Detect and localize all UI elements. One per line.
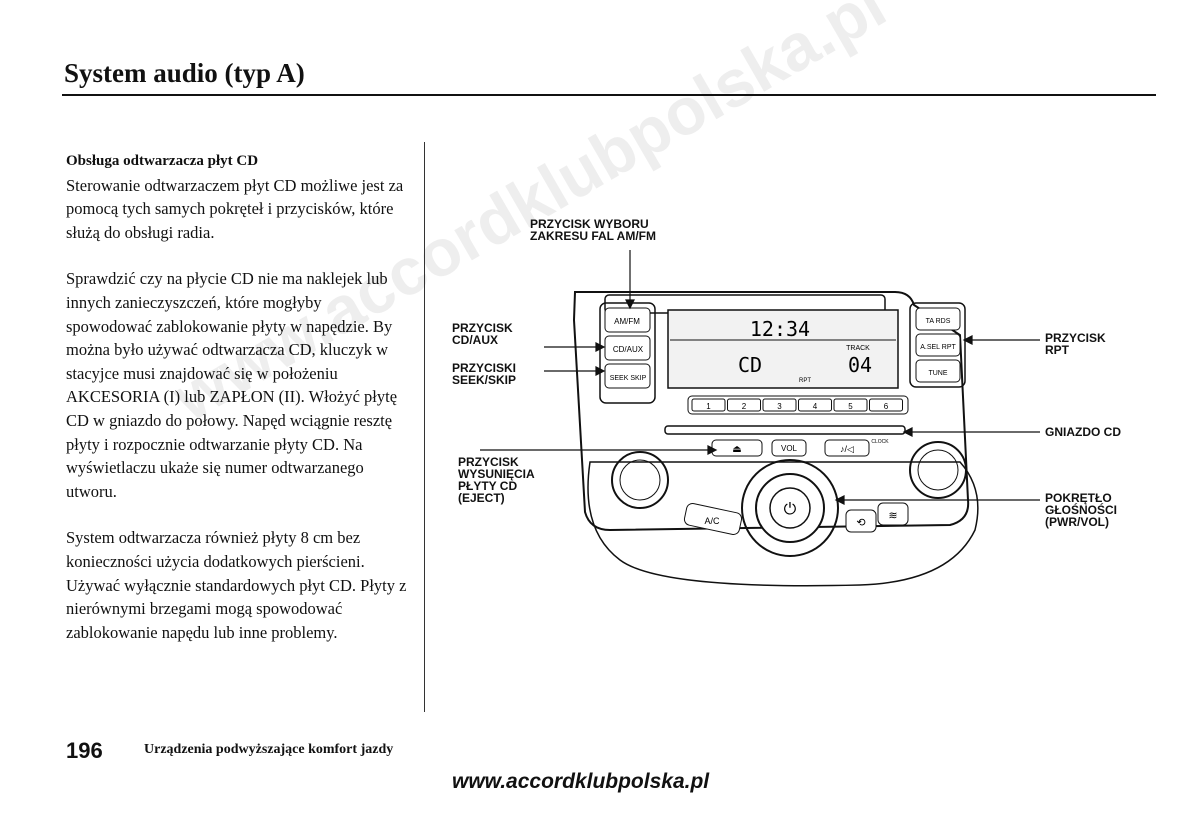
preset-button-6[interactable] — [869, 398, 903, 412]
preset-label-2: 2 — [742, 402, 747, 411]
body-text: Obsługa odtwarzacza płyt CD Sterowanie o… — [66, 150, 411, 667]
callout-seek-skip: PRZYCISKI SEEK/SKIP — [452, 361, 517, 387]
preset-label-6: 6 — [884, 402, 889, 411]
left-climate-knob[interactable] — [611, 451, 669, 509]
tune-button[interactable] — [915, 359, 961, 383]
callout-eject-button: PRZYCISK WYSUNIĘCIA PŁYTY CD (EJECT) — [458, 455, 535, 505]
right-climate-knob[interactable] — [909, 441, 967, 499]
website-link[interactable]: www.accordklubpolska.pl — [452, 770, 710, 793]
asel-rpt-button[interactable] — [915, 333, 961, 357]
amfm-label: AM/FM — [614, 317, 640, 326]
display-track: 04 — [848, 353, 872, 377]
ac-label: A/C — [704, 516, 720, 526]
paragraph-3: System odtwarzacza również płyty 8 cm be… — [66, 528, 407, 642]
preset-label-1: 1 — [706, 402, 711, 411]
display — [667, 309, 899, 389]
sound-icon: ♪/◁ — [840, 444, 854, 454]
display-mode: CD — [738, 353, 762, 377]
column-divider — [424, 142, 425, 712]
callout-rpt-button: PRZYCISK RPT — [1045, 331, 1106, 357]
preset-label-4: 4 — [813, 402, 818, 411]
section-heading: Obsługa odtwarzacza płyt CD — [66, 153, 259, 169]
clock-label: CLOCK — [871, 439, 889, 445]
callout-volume-knob: POKRĘTŁO GŁOŚNOŚCI (PWR/VOL) — [1045, 491, 1118, 529]
callout-cd-slot: GNIAZDO CD — [1045, 425, 1121, 439]
callout-band-button: PRZYCISK WYBORU ZAKRESU FAL AM/FM — [530, 217, 656, 243]
recirc-icon: ⟲ — [856, 517, 865, 529]
volume-knob[interactable] — [755, 473, 825, 543]
callout-leaders — [480, 250, 1040, 505]
display-track-label: TRACK — [846, 345, 870, 352]
right-knob-inner — [917, 449, 959, 491]
preset-label-3: 3 — [777, 402, 782, 411]
vol-label: VOL — [781, 444, 798, 453]
left-knob-inner — [619, 459, 661, 501]
recirc-button[interactable] — [845, 509, 877, 533]
preset-button-2[interactable] — [727, 398, 761, 412]
ta-rds-label: TA RDS — [926, 318, 951, 325]
title-rule — [62, 94, 1156, 96]
vol-button[interactable] — [771, 439, 807, 457]
preset-label-5: 5 — [848, 402, 853, 411]
footer-section-title: Urządzenia podwyższające komfort jazdy — [144, 742, 394, 757]
cd-slot — [664, 425, 906, 435]
paragraph-1: Sterowanie odtwarzaczem płyt CD możliwe … — [66, 175, 404, 242]
amfm-button[interactable] — [604, 307, 651, 333]
power-icon: ⏻ — [784, 501, 797, 518]
seek-skip-button[interactable] — [604, 363, 651, 389]
cdaux-button[interactable] — [604, 335, 651, 361]
page-title: System audio (typ A) — [64, 58, 305, 88]
preset-button-4[interactable] — [798, 398, 832, 412]
tune-label: TUNE — [928, 370, 947, 377]
fresh-air-icon: ≋ — [888, 510, 897, 522]
fresh-air-button[interactable] — [877, 502, 909, 526]
ac-button[interactable] — [683, 502, 743, 535]
display-clock: 12:34 — [750, 317, 810, 341]
lower-panel — [587, 461, 979, 587]
display-rpt: RPT — [799, 378, 811, 384]
asel-rpt-label: A.SEL RPT — [920, 344, 956, 351]
radio-illustration: AM/FM CD/AUX SEEK SKIP 12:34 CD TRACK 04… — [480, 250, 1040, 587]
preset-buttons: 1 2 3 4 5 6 — [691, 398, 903, 412]
sound-button[interactable] — [824, 439, 870, 457]
volume-knob-inner — [769, 487, 811, 529]
page-number: 196 — [66, 738, 103, 763]
preset-button-1[interactable] — [691, 398, 726, 412]
callout-cdaux-button: PRZYCISK CD/AUX — [452, 321, 513, 347]
right-button-column — [909, 302, 966, 388]
cdaux-label: CD/AUX — [613, 345, 644, 354]
seek-skip-label: SEEK SKIP — [610, 375, 647, 382]
preset-button-5[interactable] — [833, 398, 868, 412]
eject-icon: ⏏ — [732, 444, 741, 455]
ta-rds-button[interactable] — [915, 307, 961, 331]
radio-figure: AM/FM CD/AUX SEEK SKIP 12:34 CD TRACK 04… — [440, 200, 1170, 720]
preset-button-3[interactable] — [762, 398, 797, 412]
paragraph-2: Sprawdzić czy na płycie CD nie ma naklej… — [66, 269, 398, 501]
volume-knob-ring — [741, 459, 839, 557]
panel-outline — [572, 291, 970, 532]
preset-strip — [687, 395, 909, 415]
